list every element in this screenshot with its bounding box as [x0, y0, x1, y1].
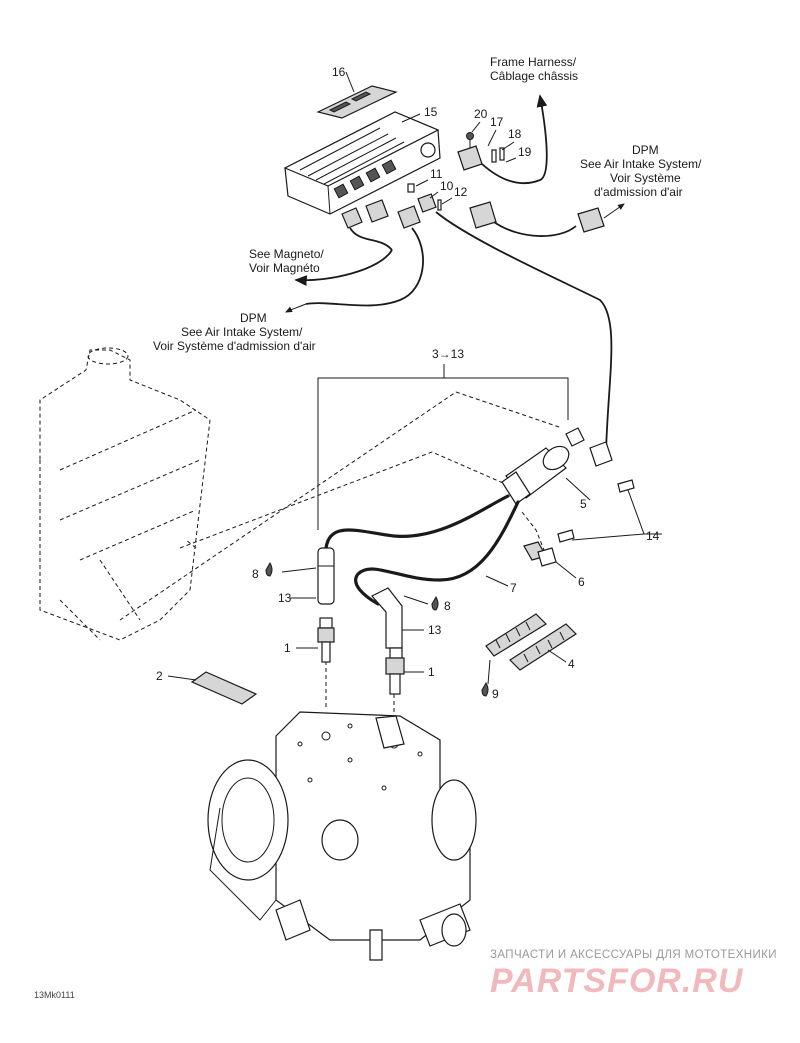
dpm-left-callout: DPM See Air Intake System/ Voir Système … — [153, 303, 316, 353]
dpm-left-label-3: Voir Système d'admission d'air — [153, 339, 316, 353]
coil-harness — [435, 211, 613, 453]
drop-icon — [431, 595, 439, 611]
bracket-3-13: 3→13 — [317, 347, 569, 530]
dpm-left-label-2: See Air Intake System/ — [181, 325, 303, 339]
callout-6: 6 — [578, 575, 585, 589]
ignition-coil-part-5: 5 14 — [501, 427, 662, 543]
sleeves-part-4: 4 — [485, 613, 577, 671]
callout-12: 12 — [454, 185, 468, 199]
callout-8b: 8 — [444, 599, 451, 613]
callout-13a: 13 — [278, 591, 292, 605]
callout-16: 16 — [332, 65, 346, 79]
dpm-top-label-3: Voir Système — [610, 171, 681, 185]
magneto-label-2: Voir Magnéto — [249, 261, 320, 275]
dpm-left-label-1: DPM — [240, 311, 267, 325]
frame-harness-label-2: Câblage châssis — [490, 69, 578, 83]
lube-marker-8b: 8 — [403, 595, 451, 613]
plug-cap-left-part-13: 13 — [278, 547, 335, 605]
lube-marker-9: 9 — [481, 659, 499, 701]
callout-17: 17 — [490, 115, 504, 129]
callout-1b: 1 — [428, 665, 435, 679]
callout-7: 7 — [510, 581, 517, 595]
drop-icon — [265, 561, 273, 577]
callout-18: 18 — [508, 127, 522, 141]
callout-13b: 13 — [428, 623, 442, 637]
callout-10: 10 — [440, 179, 454, 193]
magneto-harness: See Magneto/ Voir Magnéto — [249, 247, 393, 287]
spark-plug-right-part-1: 1 — [385, 647, 435, 695]
callout-2: 2 — [156, 669, 163, 683]
callout-11: 11 — [430, 167, 443, 181]
callout-3-13: 3→13 — [432, 347, 464, 361]
watermark-logo: PARTSFOR.RU — [490, 962, 744, 1000]
frame-harness-label-1: Frame Harness/ — [490, 55, 577, 69]
lube-marker-8a: 8 — [252, 561, 317, 581]
dpm-top-label-2: See Air Intake System/ — [580, 157, 702, 171]
oil-tank — [39, 347, 211, 641]
callout-1a: 1 — [284, 641, 291, 655]
connector-parts-17-20: 20 17 18 19 Frame Harness/ Câblage châss… — [457, 55, 578, 184]
plug-cap-right-part-13: 13 — [371, 587, 442, 649]
projection-lines — [119, 391, 563, 730]
nut-part-6: 6 — [523, 541, 585, 589]
callout-8a: 8 — [252, 567, 259, 581]
decal-part-16: 16 — [316, 65, 398, 119]
label-plate-part-2: 2 — [156, 669, 258, 705]
callout-19: 19 — [518, 145, 532, 159]
callout-4: 4 — [568, 657, 575, 671]
magneto-label-1: See Magneto/ — [249, 247, 324, 261]
connector-parts-10-12: 11 10 12 — [407, 167, 468, 213]
watermark: ЗАПЧАСТИ И АКСЕССУАРЫ ДЛЯ МОТОТЕХНИКИ PA… — [490, 949, 777, 1000]
ht-wires-part-7: 7 — [324, 494, 520, 606]
callout-20: 20 — [474, 107, 488, 121]
box-connectors — [305, 199, 424, 307]
dpm-top-label-4: d'admission d'air — [594, 185, 683, 199]
spark-plug-left-part-1: 1 — [284, 617, 335, 663]
callout-9: 9 — [492, 687, 499, 701]
drop-icon — [481, 681, 489, 697]
callout-14: 14 — [646, 529, 660, 543]
engine-block — [207, 711, 477, 961]
electrical-box-part-15: 15 — [283, 105, 441, 215]
dpm-top-label-1: DPM — [632, 143, 659, 157]
callout-5: 5 — [580, 497, 587, 511]
callout-15: 15 — [424, 105, 438, 119]
watermark-tagline: ЗАПЧАСТИ И АКСЕССУАРЫ ДЛЯ МОТОТЕХНИКИ — [490, 949, 777, 961]
diagram-code: 13Mk0111 — [34, 990, 75, 1000]
dpm-top-connectors: DPM See Air Intake System/ Voir Système … — [469, 143, 702, 237]
